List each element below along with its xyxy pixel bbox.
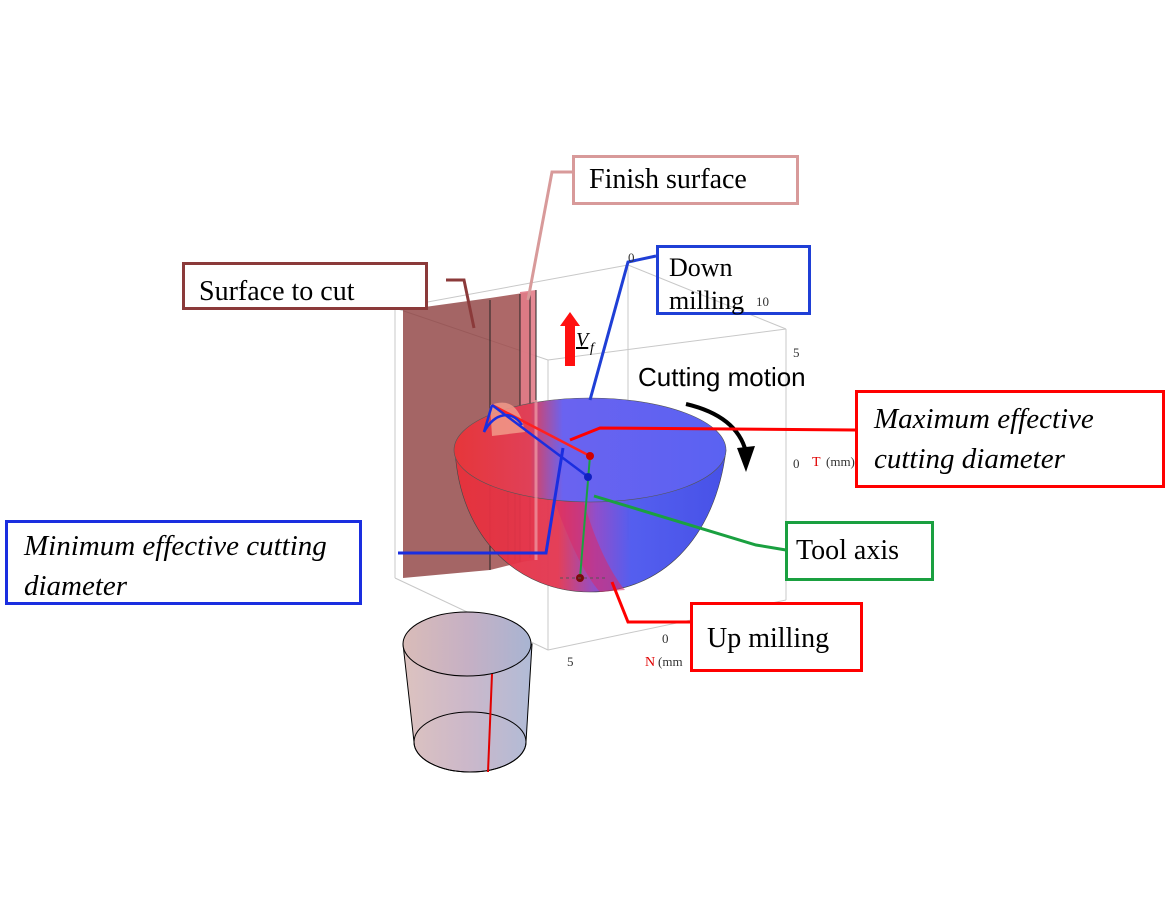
up-milling-callout: Up milling <box>690 602 863 672</box>
up-milling-text: Up milling <box>707 623 830 654</box>
tick-t-0: 0 <box>793 456 800 471</box>
max-diameter-leader <box>569 426 856 442</box>
tick-top-0: 0 <box>628 250 635 265</box>
feed-symbol-label: V <box>576 329 591 351</box>
min-diameter-construction <box>482 403 588 478</box>
tick-10: 10 <box>756 294 769 309</box>
cutting-motion-text: Cutting motion <box>638 362 806 392</box>
min-diameter-leader <box>398 447 565 555</box>
t-axis-unit: (mm) <box>826 454 855 469</box>
tick-n-5: 5 <box>567 654 574 669</box>
n-axis-label: N <box>645 655 655 670</box>
cutting-motion-arrow <box>685 402 748 453</box>
n-axis-unit: (mm <box>658 654 683 669</box>
up-milling-leader <box>610 581 690 624</box>
max-diameter-text: Maximum effective cutting diameter <box>874 403 1094 475</box>
min-diameter-text: Minimum effective cutting diameter <box>24 530 327 602</box>
tool-axis-callout: Tool axis <box>785 521 934 581</box>
finish-surface-leader <box>526 170 573 301</box>
t-axis-label: T <box>812 455 821 470</box>
min-diameter-callout: Minimum effective cutting diameter <box>5 520 362 605</box>
cutting-motion-label: Cutting motion <box>638 362 848 396</box>
max-diameter-callout: Maximum effective cutting diameter <box>855 390 1165 488</box>
tick-5: 5 <box>793 345 800 360</box>
tool-axis-leader <box>593 494 787 552</box>
cylinder-inset <box>402 611 533 773</box>
finish-surface-text: Finish surface <box>589 164 747 195</box>
max-center-point <box>586 452 594 460</box>
finish-surface-callout: Finish surface <box>572 155 799 205</box>
cutting-motion-arrowhead <box>737 446 755 472</box>
down-milling-text: Down milling <box>669 253 745 315</box>
down-milling-leader <box>588 254 657 401</box>
surface-to-cut-text: Surface to cut <box>199 276 355 307</box>
surface-to-cut-leader <box>446 278 476 329</box>
tool-axis-text: Tool axis <box>796 535 900 566</box>
feed-arrow <box>560 312 580 366</box>
feed-subscript-label: f <box>590 341 596 356</box>
min-center-point <box>584 473 592 481</box>
down-milling-callout: Down milling <box>656 245 811 315</box>
tick-n-0: 0 <box>662 631 669 646</box>
surface-to-cut-callout: Surface to cut <box>182 262 428 310</box>
